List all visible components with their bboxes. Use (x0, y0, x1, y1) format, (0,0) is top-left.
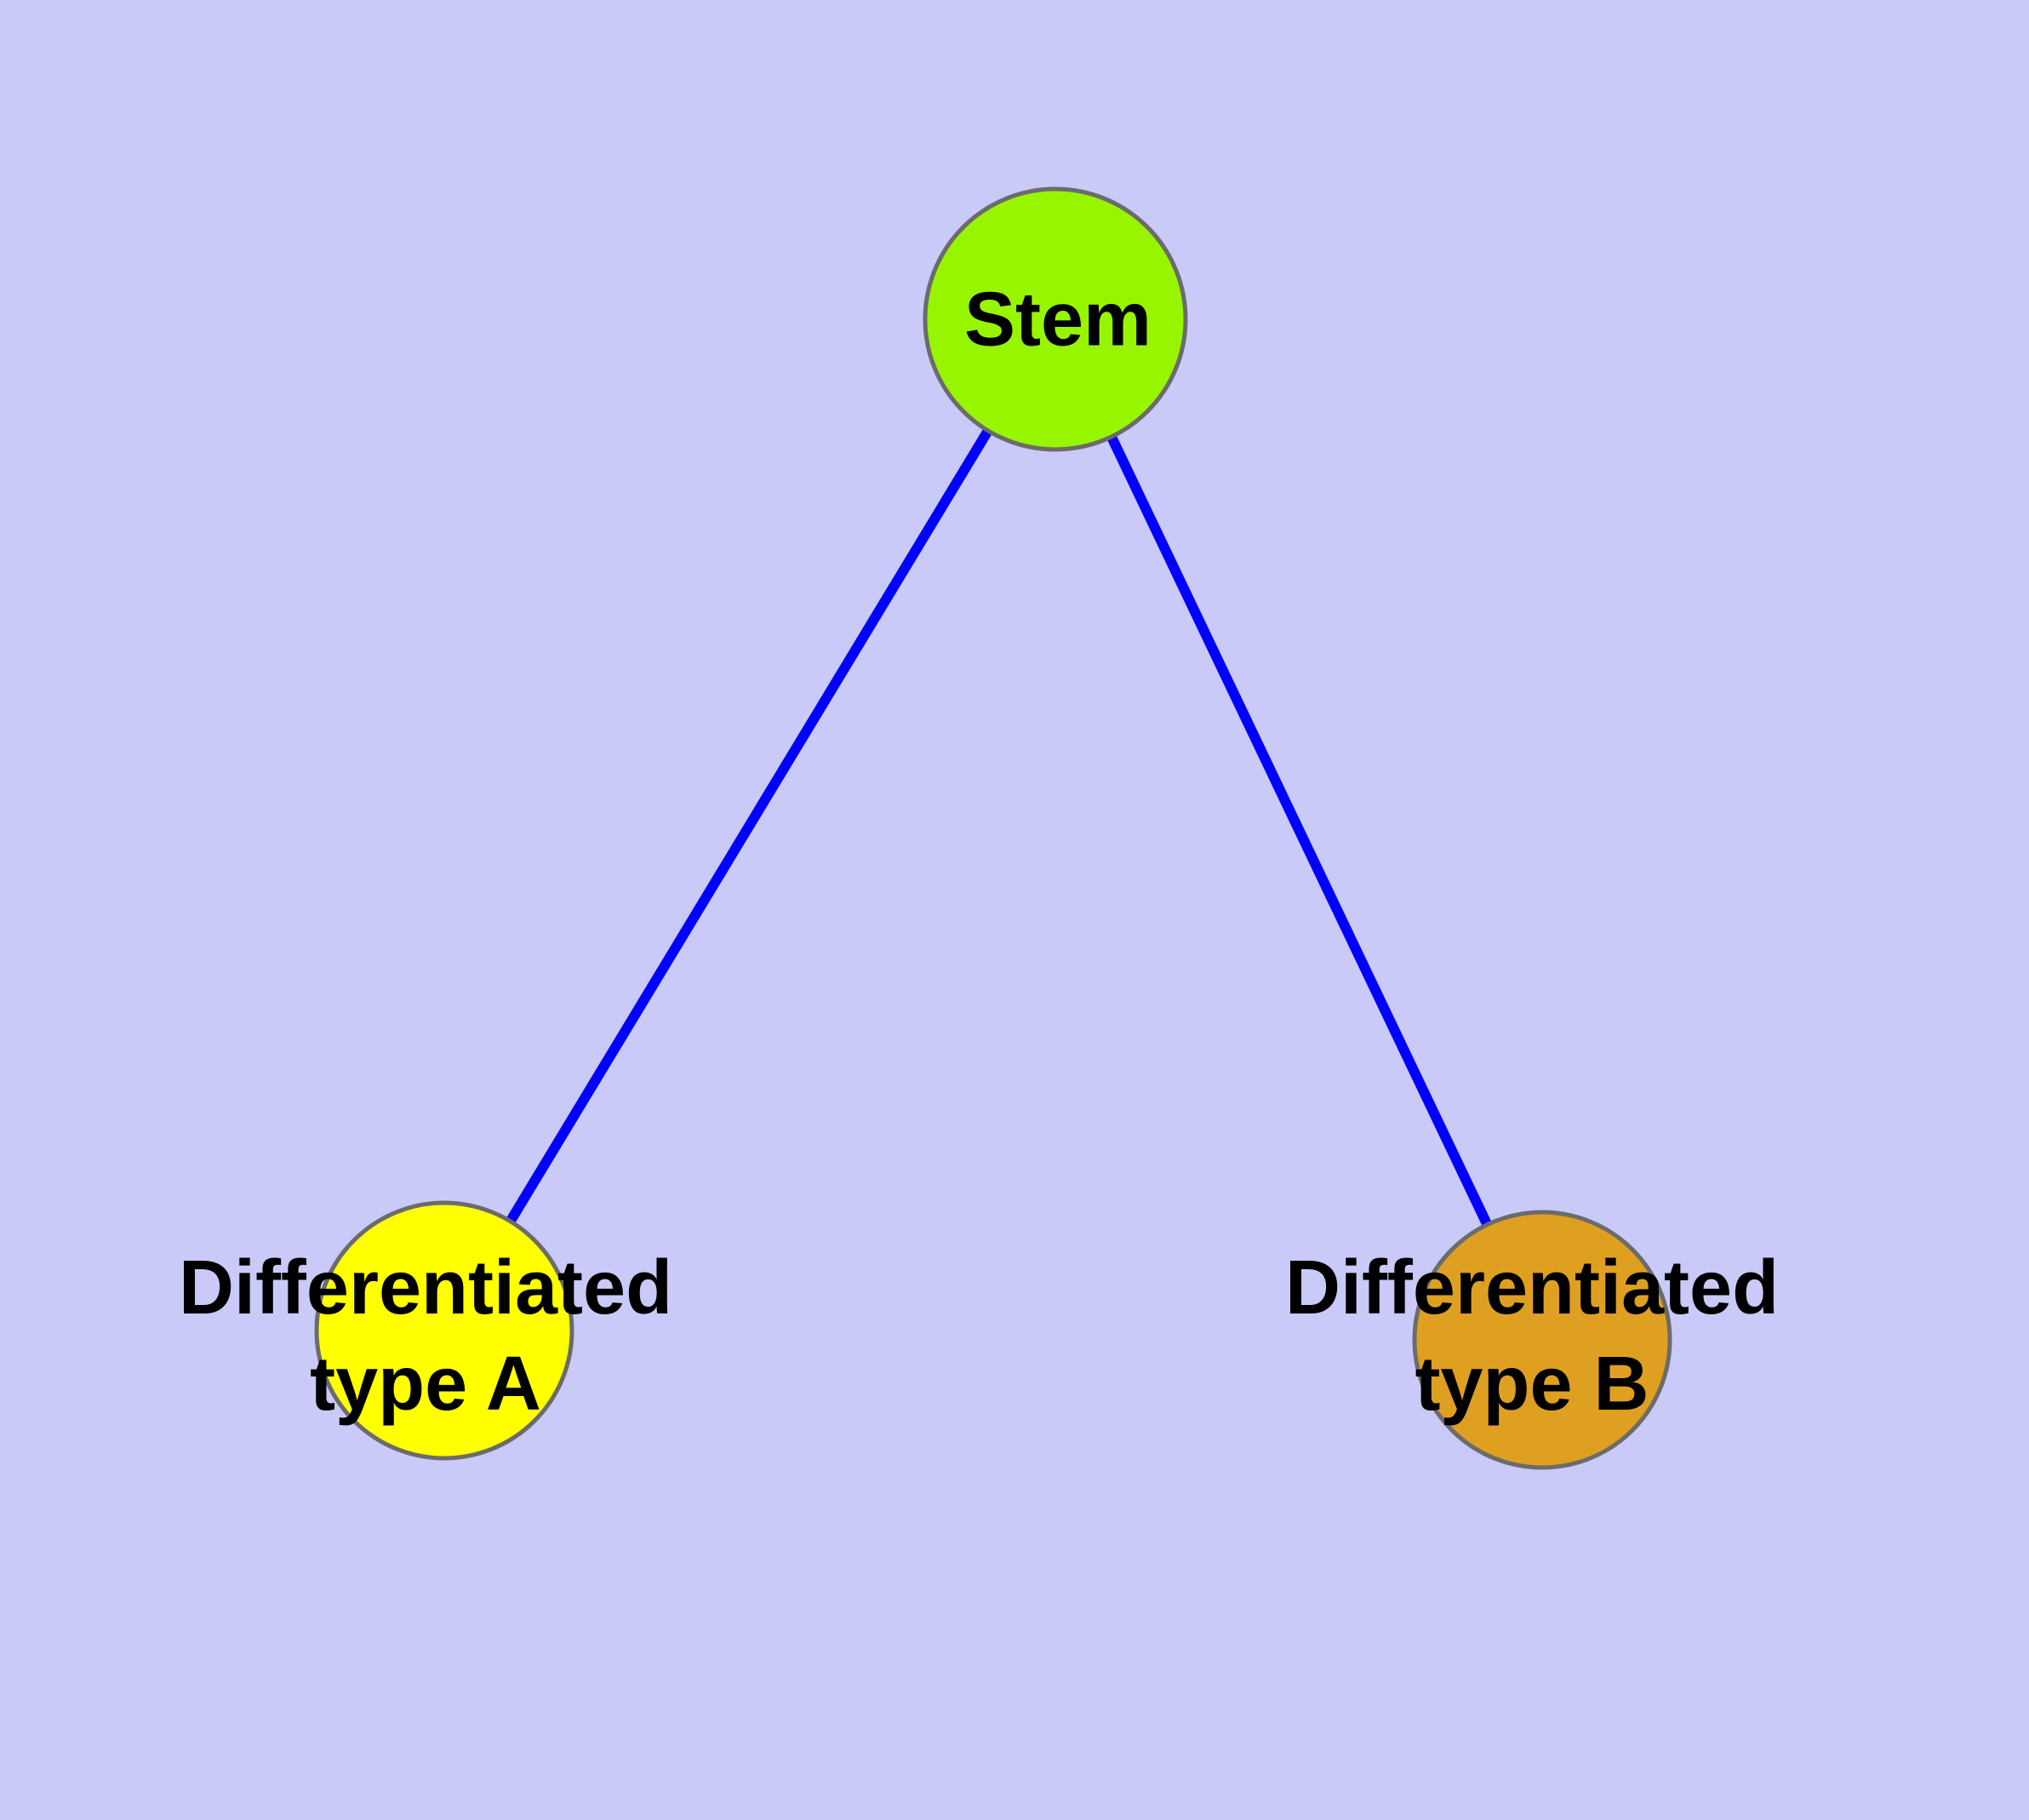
node-type-a-circle (314, 1200, 574, 1461)
node-type-b-circle (1412, 1210, 1672, 1470)
node-type-b-label: Differentiated type B (1284, 1245, 1780, 1427)
edge-stem-to-type-a (439, 316, 1060, 1334)
node-type-a-label: Differentiated type A (178, 1245, 673, 1427)
edge-stem-to-type-b (1050, 317, 1547, 1342)
node-stem-label: Stem (963, 277, 1152, 363)
node-stem-circle (923, 186, 1188, 452)
